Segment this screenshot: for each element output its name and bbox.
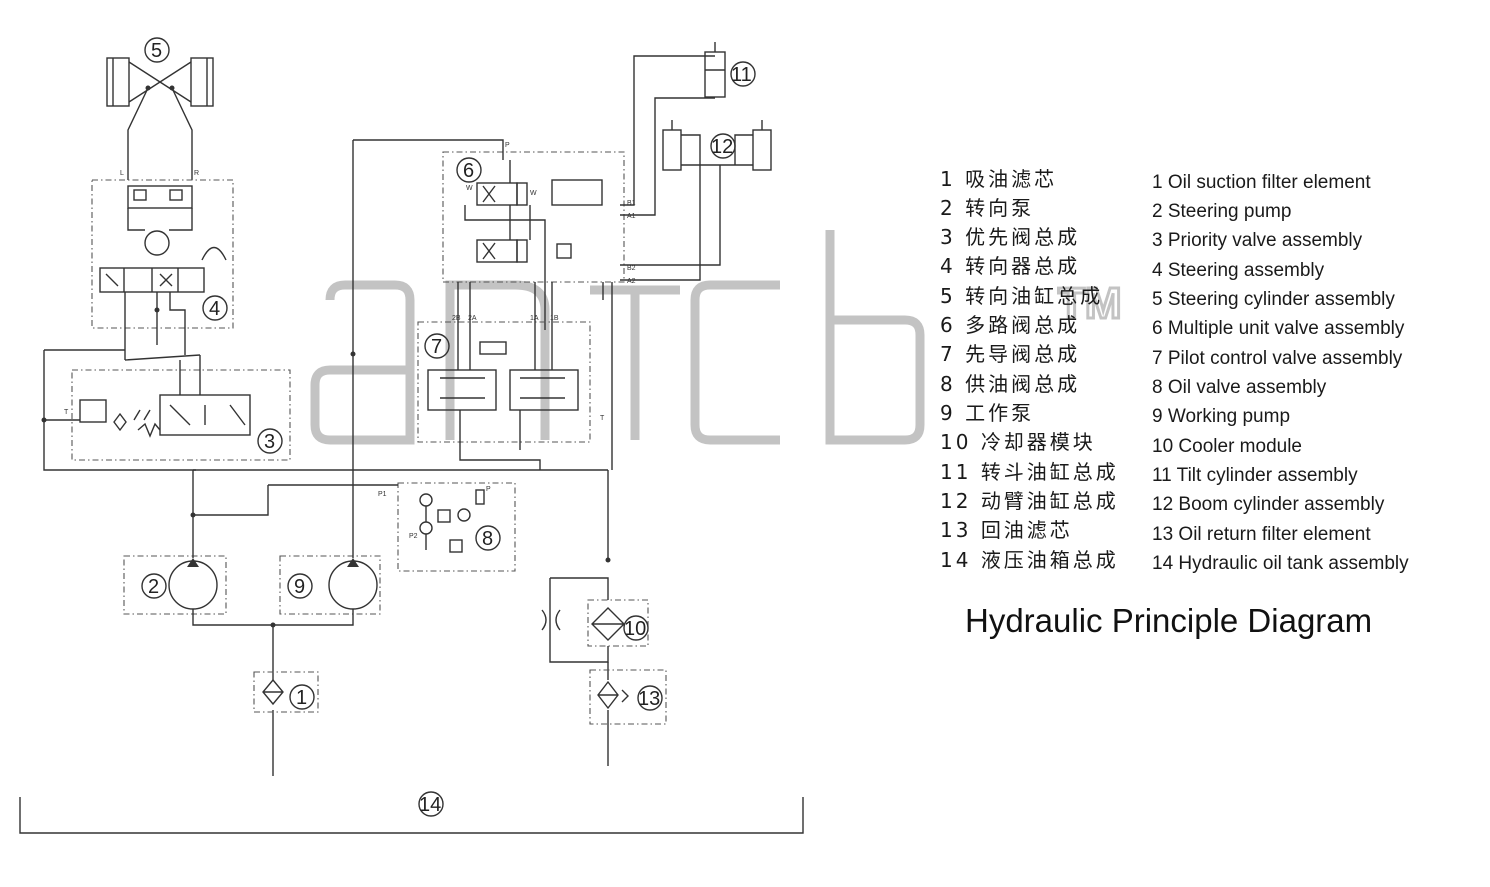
callout-7 [424,333,450,359]
legend-cn-9: 9 工作泵 [940,401,1034,425]
legend-en-6: 6 Multiple unit valve assembly [1152,318,1405,339]
callout-11-label: 11 [731,64,752,86]
legend-en-2: 2 Steering pump [1152,201,1291,222]
legend-cn-7: 7 先导阀总成 [940,342,1080,366]
legend-en-5: 5 Steering cylinder assembly [1152,289,1395,310]
working-pump [279,140,381,615]
port-2A: 2A [468,315,477,322]
legend-en: 1 Oil suction filter element 2 Steering … [1152,172,1409,574]
oil-valve-assembly: P1 P2 P [190,469,608,572]
callout-8-label: 8 [482,528,493,550]
suction-filter [253,671,319,713]
callout-2-label: 2 [148,576,159,598]
callout-14-label: 14 [419,794,441,816]
callout-7-label: 7 [431,336,442,358]
legend-en-8: 8 Oil valve assembly [1152,377,1327,398]
pilot-control-valve: 2B 2A 1A 1B T [417,282,605,470]
legend-cn-5: 5 转向油缸总成 [940,284,1103,308]
legend-cn: 1 吸油滤芯 2 转向泵 3 优先阀总成 4 转向器总成 5 转向油缸总成 6 … [940,167,1119,572]
legend-en-11: 11 Tilt cylinder assembly [1152,465,1358,486]
callout-13-label: 13 [638,688,660,710]
boom-cylinders [662,120,772,171]
port-A2: A2 [627,278,636,285]
callout-4-label: 4 [209,298,220,320]
steering-pump [123,470,227,615]
callout-12 [710,133,736,159]
port-L: L [120,170,124,177]
callout-5-label: 5 [151,40,162,62]
port-W1: W [466,185,473,192]
watermark: TM [310,230,1123,445]
legend-en-12: 12 Boom cylinder assembly [1152,494,1385,515]
port-P2: P2 [409,533,418,540]
legend-en-14: 14 Hydraulic oil tank assembly [1152,553,1409,574]
port-2B: 2B [452,315,461,322]
callout-13 [637,685,663,711]
callout-3-label: 3 [264,431,275,453]
callout-12-label: 12 [711,136,733,158]
port-1B: 1B [550,315,559,322]
diagram-title: Hydraulic Principle Diagram [965,602,1372,639]
hydraulic-oil-tank [19,797,804,834]
legend-cn-11: 11 转斗油缸总成 [940,460,1119,484]
legend-en-7: 7 Pilot control valve assembly [1152,348,1403,369]
callout-3 [257,428,283,454]
port-B2: B2 [627,265,636,272]
callout-5 [144,37,170,63]
port-R: R [194,170,199,177]
multi-unit-valve: P W W B1 A1 B2 A2 [353,55,721,470]
legend-en-9: 9 Working pump [1152,406,1290,427]
legend-cn-3: 3 优先阀总成 [940,225,1080,249]
callout-1-label: 1 [296,687,307,709]
port-T1: T [600,415,605,422]
legend-en-10: 10 Cooler module [1152,436,1302,457]
port-B1: B1 [627,200,636,207]
legend-en-3: 3 Priority valve assembly [1152,230,1363,251]
watermark-tm: TM [1058,279,1122,328]
callout-10-label: 10 [624,618,646,640]
legend-en-13: 13 Oil return filter element [1152,524,1371,545]
legend-cn-4: 4 转向器总成 [940,254,1080,278]
legend-cn-14: 14 液压油箱总成 [940,548,1119,572]
callout-4 [202,295,228,321]
port-T: T [64,409,69,416]
legend-cn-8: 8 供油阀总成 [940,372,1080,396]
tilt-cylinder [704,42,726,98]
callout-11 [730,61,756,87]
callout-2 [141,573,167,599]
legend-cn-13: 13 回油滤芯 [940,518,1073,542]
return-filter [589,662,667,766]
cooler-module [541,470,649,663]
legend-cn-10: 10 冷却器模块 [940,430,1096,454]
callout-10 [623,615,649,641]
callout-6-label: 6 [463,160,474,182]
legend-cn-12: 12 动臂油缸总成 [940,489,1119,513]
callout-14 [418,791,444,817]
callout-1 [289,684,315,710]
callout-8 [475,525,501,551]
legend-cn-2: 2 转向泵 [940,196,1034,220]
port-P8: P [486,486,491,493]
steering-cylinders [106,57,214,180]
priority-valve: T [41,349,291,471]
callout-9-label: 9 [294,576,305,598]
callout-6 [456,157,482,183]
legend-en-4: 4 Steering assembly [1152,260,1325,281]
port-A1: A1 [627,213,636,220]
legend-cn-6: 6 多路阀总成 [940,313,1080,337]
callout-9 [287,573,313,599]
legend-cn-1: 1 吸油滤芯 [940,167,1057,191]
port-P: P [505,142,510,149]
steering-assembly: L R [91,170,234,360]
port-P1: P1 [378,491,387,498]
port-W2: W [530,190,537,197]
legend-en-1: 1 Oil suction filter element [1152,172,1371,193]
